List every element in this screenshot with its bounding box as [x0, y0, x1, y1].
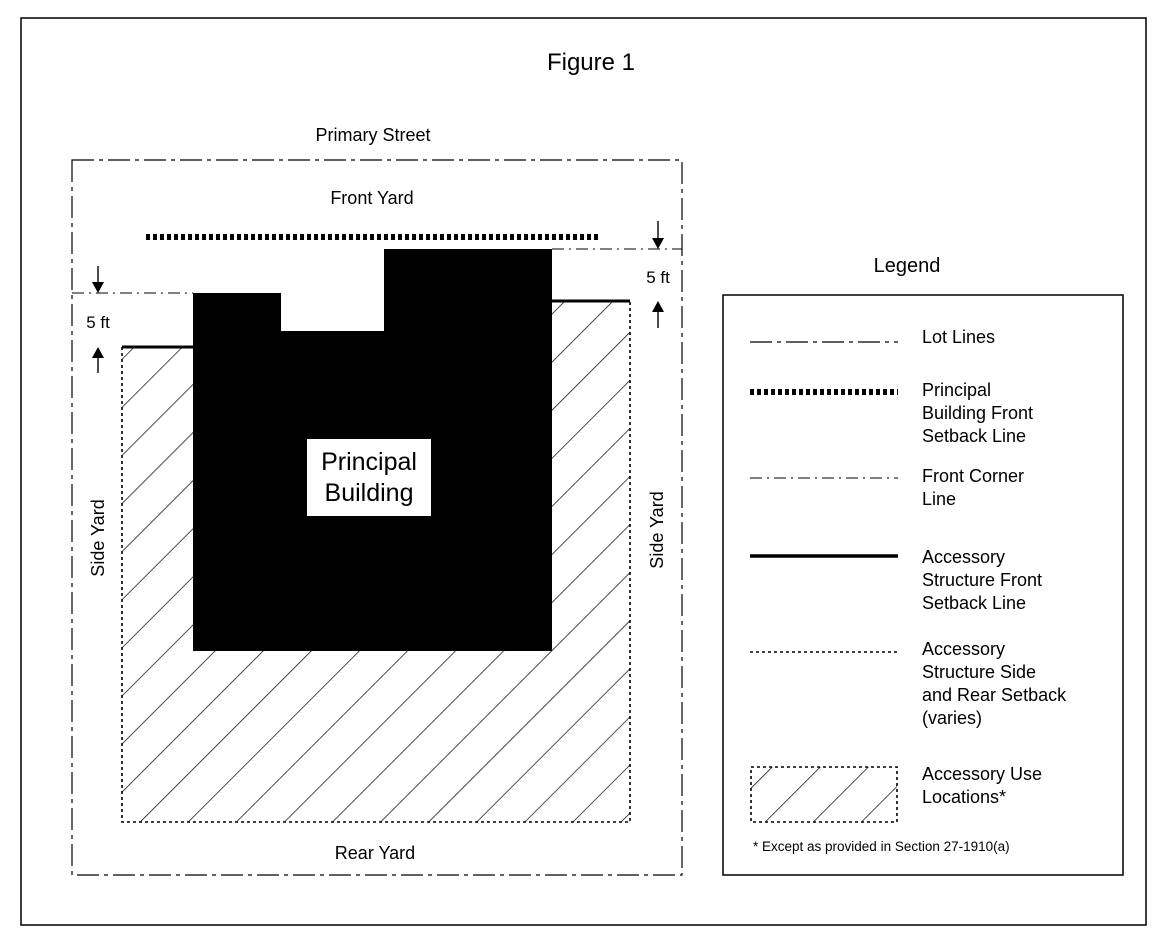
- legend-box: [722, 294, 1124, 876]
- lot-lines: [71, 159, 683, 876]
- legend-item-accessory-side-rear-setback: Accessory Structure Side and Rear Setbac…: [922, 639, 1067, 728]
- figure-title: Figure 1: [547, 49, 635, 76]
- rear-yard-label: Rear Yard: [335, 843, 415, 863]
- principal-building-label-box: [307, 439, 431, 516]
- figure-frame: [20, 17, 1147, 926]
- dimension-label-left: 5 ft: [86, 313, 110, 332]
- svg-text:Structure Side: Structure Side: [922, 662, 1036, 682]
- principal-building-label-line2: Building: [325, 479, 414, 507]
- legend-item-accessory-front-setback: Accessory Structure Front Setback Line: [922, 547, 1042, 613]
- svg-text:Accessory: Accessory: [922, 547, 1005, 567]
- svg-text:Principal: Principal: [922, 380, 991, 400]
- svg-text:and Rear Setback: and Rear Setback: [922, 685, 1067, 705]
- svg-text:Building Front: Building Front: [922, 403, 1033, 423]
- svg-text:(varies): (varies): [922, 708, 982, 728]
- svg-text:Accessory Use: Accessory Use: [922, 764, 1042, 784]
- dimension-arrows-left: [92, 266, 104, 373]
- side-yard-label-right: Side Yard: [647, 491, 667, 568]
- dimension-arrows-right: [652, 221, 664, 328]
- legend-item-principal-building-front-setback: Principal Building Front Setback Line: [922, 380, 1033, 446]
- legend-footnote: * Except as provided in Section 27-1910(…: [753, 839, 1010, 854]
- legend-symbol-accessory-use-border: [750, 766, 898, 823]
- svg-text:Lot Lines: Lot Lines: [922, 327, 995, 347]
- svg-text:Front Corner: Front Corner: [922, 466, 1024, 486]
- dimension-label-right: 5 ft: [646, 268, 670, 287]
- svg-text:Accessory: Accessory: [922, 639, 1005, 659]
- legend-title: Legend: [874, 255, 941, 277]
- legend-item-lot-lines: Lot Lines: [922, 327, 995, 347]
- legend-item-accessory-use-locations: Accessory Use Locations*: [922, 764, 1042, 807]
- side-yard-label-left: Side Yard: [88, 499, 108, 576]
- svg-text:Line: Line: [922, 489, 956, 509]
- svg-text:Locations*: Locations*: [922, 787, 1006, 807]
- svg-text:Setback Line: Setback Line: [922, 593, 1026, 613]
- legend-item-front-corner-line: Front Corner Line: [922, 466, 1024, 509]
- front-yard-label: Front Yard: [330, 188, 413, 208]
- accessory-side-rear-setback: [121, 301, 631, 823]
- svg-text:Structure Front: Structure Front: [922, 570, 1042, 590]
- primary-street-label: Primary Street: [315, 125, 430, 145]
- legend-symbol-accessory-use-hatch: [751, 767, 897, 822]
- svg-text:Setback Line: Setback Line: [922, 426, 1026, 446]
- principal-building-label-line1: Principal: [321, 448, 417, 476]
